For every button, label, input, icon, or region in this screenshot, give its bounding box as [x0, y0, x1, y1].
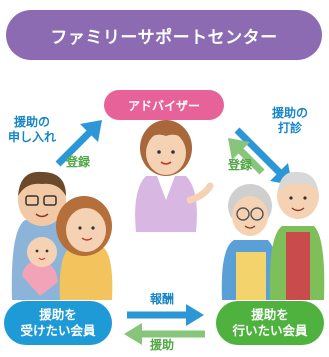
inquiry-label-line1: 援助の — [272, 106, 309, 120]
arrow-reward — [127, 304, 204, 326]
reward-label: 報酬 — [150, 292, 175, 306]
provider-line1: 援助を — [251, 307, 289, 322]
assist-label: 援助 — [150, 338, 175, 352]
inquiry-label: 援助の 打診 — [272, 106, 308, 136]
advisor-label: アドバイザー — [104, 90, 224, 120]
request-label: 援助の 申し入れ — [8, 115, 56, 145]
receiver-line2: 受けたい会員 — [20, 323, 96, 338]
left-register-label: 登録 — [66, 155, 91, 169]
provider-member: 援助を 行いたい会員 — [216, 301, 324, 345]
receiver-member: 援助を 受けたい会員 — [4, 301, 112, 345]
request-label-line1: 援助の — [14, 115, 51, 129]
arrow-assist — [124, 323, 205, 345]
receiver-line1: 援助を — [39, 307, 77, 322]
arrow-request-to-advisor — [55, 120, 102, 167]
inquiry-label-line2: 打診 — [278, 121, 303, 135]
family-illustration — [11, 171, 113, 300]
advisor-illustration — [135, 120, 214, 232]
arrow-register-from-provider — [228, 138, 265, 175]
provider-line2: 行いたい会員 — [232, 323, 308, 338]
right-register-label: 登録 — [228, 158, 253, 172]
request-label-line2: 申し入れ — [8, 130, 57, 144]
page-title: ファミリーサポートセンター — [6, 10, 322, 60]
elderly-couple-illustration — [221, 171, 325, 300]
